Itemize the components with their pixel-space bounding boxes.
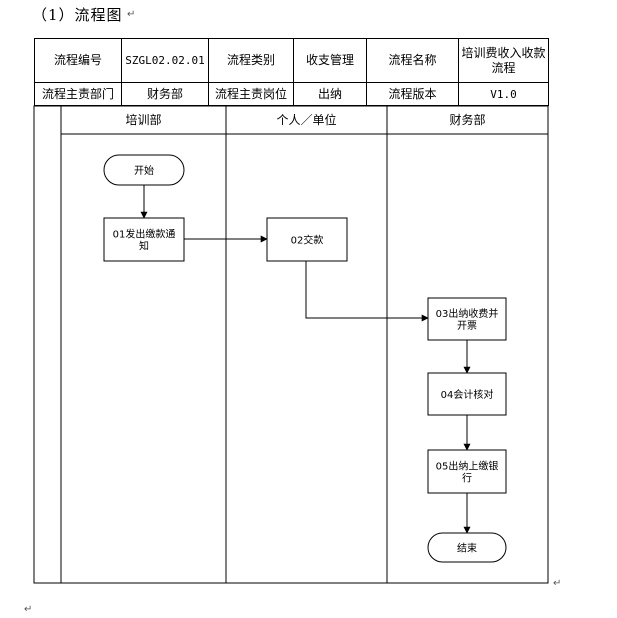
table-row: 流程编号 SZGL02.02.01 流程类别 收支管理 流程名称 培训费收入收款… — [34, 37, 549, 84]
node-label: 02交款 — [291, 234, 324, 247]
lane-training-dept-title: 培训部 — [125, 112, 161, 127]
process-category-value: 收支管理 — [293, 37, 367, 84]
process-name-label: 流程名称 — [366, 37, 459, 84]
process-number-label: 流程编号 — [34, 37, 122, 84]
step-04-accounting-check: 04会计核对 — [427, 372, 507, 416]
paragraph-mark-icon: ↵ — [24, 604, 33, 615]
node-label: 结束 — [457, 542, 477, 555]
node-label: 05出纳上缴银 — [436, 460, 499, 473]
node-label: 开始 — [134, 164, 154, 177]
process-box — [103, 217, 185, 262]
process-number-value: SZGL02.02.01 — [121, 37, 209, 84]
end-terminal: 结束 — [427, 532, 507, 563]
table-row: 流程主责部门 财务部 流程主责岗位 出纳 流程版本 V1.0 — [34, 82, 549, 106]
process-category-label: 流程类别 — [208, 37, 294, 84]
process-version-label: 流程版本 — [366, 82, 459, 106]
lane-individual-unit-title: 个人／单位 — [276, 112, 336, 127]
owner-post-value: 出纳 — [293, 82, 367, 106]
terminal-shape — [427, 532, 507, 563]
process-box — [266, 217, 348, 262]
process-box — [427, 449, 507, 494]
owner-dept-value: 财务部 — [121, 82, 209, 106]
process-name-value: 培训费收入收款流程 — [458, 37, 549, 84]
terminal-shape — [103, 154, 185, 186]
paragraph-mark-icon: ↵ — [127, 9, 136, 20]
node-label: 04会计核对 — [441, 388, 494, 401]
flow-arrows — [140, 185, 471, 534]
process-box — [427, 372, 507, 416]
swimlanes: 培训部 个人／单位 财务部 — [33, 105, 549, 584]
section-heading: （1）流程图 — [32, 6, 123, 24]
process-info-table: 流程编号 SZGL02.02.01 流程类别 收支管理 流程名称 培训费收入收款… — [34, 37, 549, 106]
step-02-make-payment: 02交款 — [266, 217, 348, 262]
flow-arrow-n02-to-n03 — [305, 261, 429, 322]
start-terminal: 开始 — [103, 154, 185, 186]
node-label: 03出纳收费并 — [436, 307, 499, 320]
process-box — [427, 297, 507, 341]
node-label: 开票 — [457, 320, 477, 332]
lane-finance-dept-title: 财务部 — [449, 112, 485, 127]
node-label: 01发出缴款通 — [113, 228, 176, 241]
paragraph-mark-icon: ↵ — [553, 578, 562, 589]
owner-post-label: 流程主责岗位 — [208, 82, 294, 106]
swimlane-frame — [33, 105, 549, 584]
node-label: 行 — [462, 472, 472, 485]
node-label: 知 — [139, 240, 149, 253]
process-version-value: V1.0 — [458, 82, 549, 106]
